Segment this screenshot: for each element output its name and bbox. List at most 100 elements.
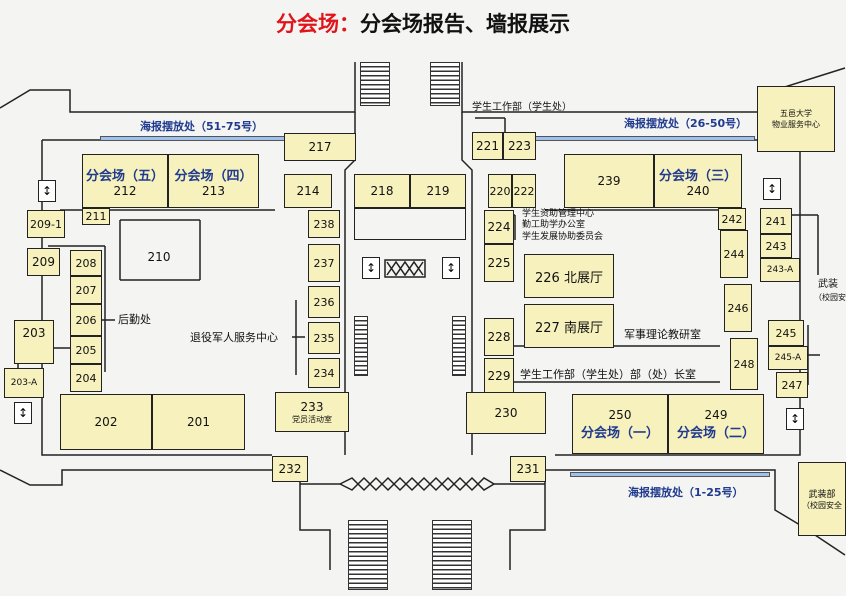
room-245-a[interactable]: 245-A	[768, 346, 808, 370]
room-220[interactable]: 220	[488, 174, 512, 208]
room-239[interactable]: 239	[564, 154, 654, 208]
room-214[interactable]: 214	[284, 174, 332, 208]
room-236[interactable]: 236	[308, 286, 340, 318]
elevator-icon: ↕	[362, 257, 380, 279]
title-prefix: 分会场：	[276, 12, 360, 36]
label-aid-center: 学生资助管理中心 勤工助学办公室 学生发展协助委员会	[522, 209, 603, 243]
room-203[interactable]: 203	[14, 320, 54, 364]
label-aid-2: 勤工助学办公室	[522, 220, 586, 231]
room-249[interactable]: 249 分会场（二）	[668, 394, 764, 454]
label-director: 学生工作部（学生处）部（处）长室	[520, 368, 696, 381]
room-240[interactable]: 分会场（三） 240	[654, 154, 742, 208]
room-204[interactable]: 204	[70, 364, 102, 392]
page-title: 分会场：分会场报告、墙报展示	[0, 8, 846, 38]
room-229[interactable]: 229	[484, 358, 514, 394]
elevator-icon: ↕	[786, 408, 804, 430]
label-logistics: 后勤处	[118, 313, 151, 326]
label-armed-sub: （校园安全	[814, 293, 846, 302]
room-armed-dept[interactable]: 武装部 （校园安全	[798, 462, 846, 536]
room-241[interactable]: 241	[760, 208, 792, 234]
room-233-number: 233	[300, 399, 324, 414]
room-208[interactable]: 208	[70, 250, 102, 276]
room-227[interactable]: 227 南展厅	[524, 304, 614, 348]
room-201[interactable]: 201	[152, 394, 245, 450]
poster-strip-left	[100, 136, 290, 141]
room-203-number: 203	[22, 326, 46, 340]
room-206[interactable]: 206	[70, 304, 102, 336]
room-222[interactable]: 222	[512, 174, 536, 208]
room-210[interactable]: 210	[147, 250, 171, 264]
room-218[interactable]: 218	[354, 174, 410, 208]
venue-five-label: 分会场（五）	[85, 168, 164, 184]
venue-three-label: 分会场（三）	[658, 168, 737, 184]
room-209-1[interactable]: 209-1	[27, 210, 65, 238]
room-249-number: 249	[704, 407, 728, 422]
label-property: 物业服务中心	[772, 120, 820, 129]
room-248[interactable]: 248	[730, 338, 758, 390]
room-212-number: 212	[113, 183, 137, 198]
room-238[interactable]: 238	[308, 210, 340, 238]
room-228[interactable]: 228	[484, 318, 514, 356]
venue-one-label: 分会场（一）	[580, 425, 659, 441]
room-223[interactable]: 223	[503, 132, 536, 160]
room-246[interactable]: 246	[724, 284, 752, 332]
room-213-number: 213	[202, 183, 225, 198]
room-232[interactable]: 232	[272, 456, 308, 482]
venue-two-label: 分会场（二）	[676, 425, 755, 441]
room-219[interactable]: 219	[410, 174, 466, 208]
label-wuyi: 五邑大学	[780, 109, 812, 118]
room-233-name: 党员活动室	[292, 414, 332, 424]
room-203-a[interactable]: 203-A	[4, 368, 44, 398]
room-234[interactable]: 234	[308, 358, 340, 388]
staircase-bottom-left	[348, 520, 388, 590]
label-veterans: 退役军人服务中心	[190, 331, 278, 344]
label-military: 军事理论教研室	[624, 328, 701, 341]
room-245[interactable]: 245	[768, 320, 804, 346]
label-armed-2: 武装部	[808, 490, 836, 500]
room-230[interactable]: 230	[466, 392, 546, 434]
label-armed-2-sub: （校园安全	[802, 501, 842, 510]
room-242[interactable]: 242	[718, 208, 746, 230]
room-247[interactable]: 247	[776, 372, 808, 398]
room-212[interactable]: 分会场（五） 212	[82, 154, 168, 208]
room-231[interactable]: 231	[510, 456, 546, 482]
room-217[interactable]: 217	[284, 133, 356, 161]
room-243-a[interactable]: 243-A	[760, 258, 800, 282]
poster-strip-right	[530, 136, 755, 141]
label-armed: 武装	[818, 279, 838, 290]
poster-area-label-left: 海报摆放处（51-75号）	[140, 120, 264, 133]
room-233[interactable]: 233 党员活动室	[275, 392, 349, 432]
room-226[interactable]: 226 北展厅	[524, 254, 614, 298]
elevator-icon: ↕	[38, 180, 56, 202]
room-209[interactable]: 209	[27, 248, 60, 276]
room-225[interactable]: 225	[484, 244, 514, 282]
poster-area-label-bottom: 海报摆放处（1-25号）	[628, 486, 744, 499]
room-213[interactable]: 分会场（四） 213	[168, 154, 259, 208]
label-student-affairs: 学生工作部（学生处）	[472, 102, 572, 113]
staircase-center-left	[354, 316, 368, 376]
elevator-icon: ↕	[442, 257, 460, 279]
staircase-top-left	[360, 62, 390, 106]
room-250[interactable]: 250 分会场（一）	[572, 394, 668, 454]
room-205[interactable]: 205	[70, 336, 102, 364]
hall-block	[354, 208, 466, 240]
room-243[interactable]: 243	[760, 234, 792, 258]
room-211[interactable]: 211	[82, 208, 110, 225]
elevator-icon: ↕	[14, 402, 32, 424]
poster-area-label-right: 海报摆放处（26-50号）	[624, 117, 748, 130]
elevator-icon: ↕	[763, 178, 781, 200]
room-250-number: 250	[608, 407, 632, 422]
room-207[interactable]: 207	[70, 276, 102, 304]
staircase-bottom-right	[432, 520, 472, 590]
room-237[interactable]: 237	[308, 244, 340, 282]
room-202[interactable]: 202	[60, 394, 152, 450]
poster-strip-bottom	[570, 472, 770, 477]
room-221[interactable]: 221	[472, 132, 503, 160]
venue-four-label: 分会场（四）	[174, 168, 253, 184]
room-244[interactable]: 244	[720, 230, 748, 278]
room-224[interactable]: 224	[484, 210, 514, 244]
room-property-center[interactable]: 五邑大学 物业服务中心	[757, 86, 835, 152]
room-235[interactable]: 235	[308, 322, 340, 354]
room-240-number: 240	[686, 183, 710, 198]
